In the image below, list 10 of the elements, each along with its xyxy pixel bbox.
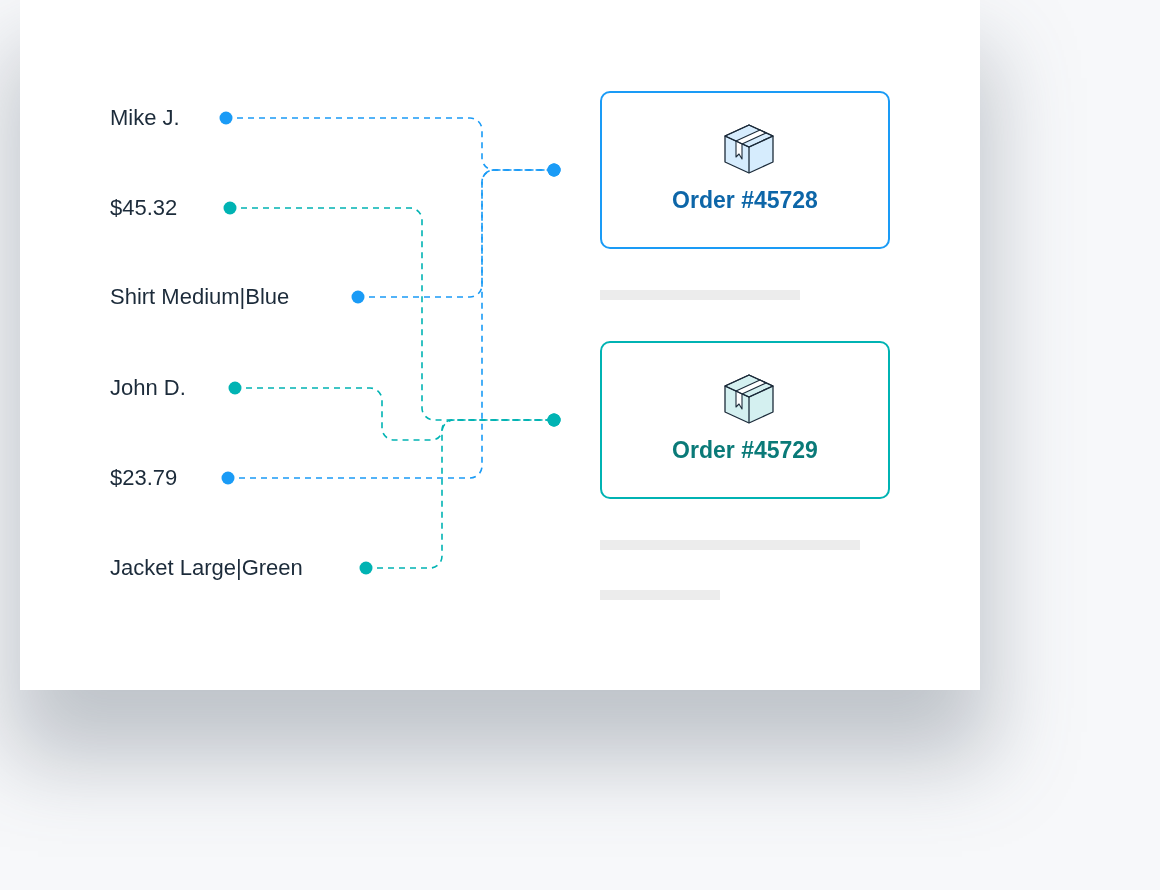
item-label: Shirt Medium|Blue [110,282,358,312]
item-label: $23.79 [110,463,228,493]
item-label: $45.32 [110,193,230,223]
item-label: Jacket Large|Green [110,553,366,583]
item-label: Mike J. [110,103,226,133]
dashed-connector [221,163,561,485]
dashed-connector [359,413,561,575]
order-number: Order #45728 [671,187,819,214]
item-label: John D. [110,373,235,403]
order-number: Order #45729 [671,437,819,464]
